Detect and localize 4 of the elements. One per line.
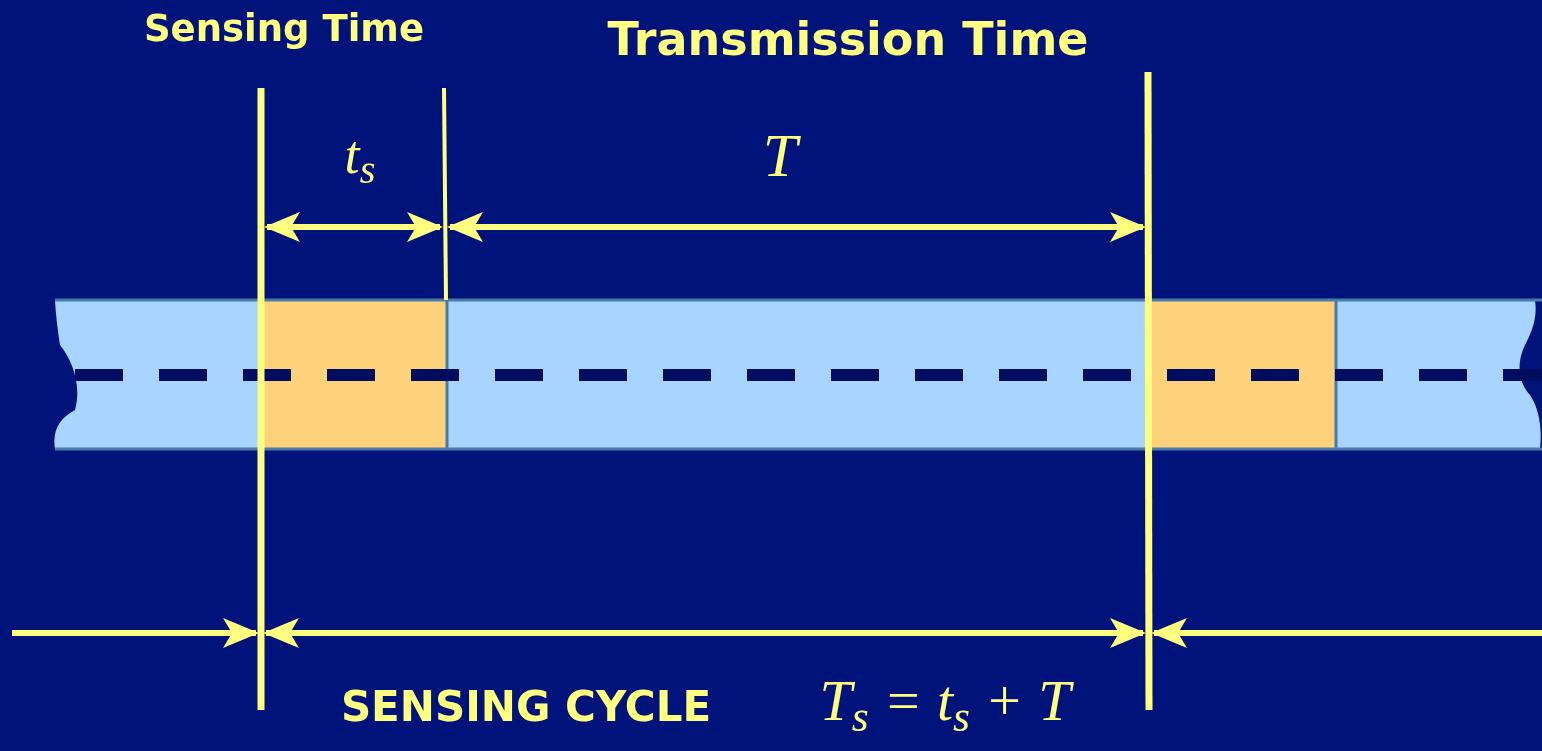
formula-text: t$_{s}$: [344, 125, 376, 185]
heading-text: Transmission Time: [607, 12, 1089, 66]
heading-text: Sensing Time: [143, 7, 425, 50]
heading-text: SENSING CYCLE: [340, 682, 712, 731]
